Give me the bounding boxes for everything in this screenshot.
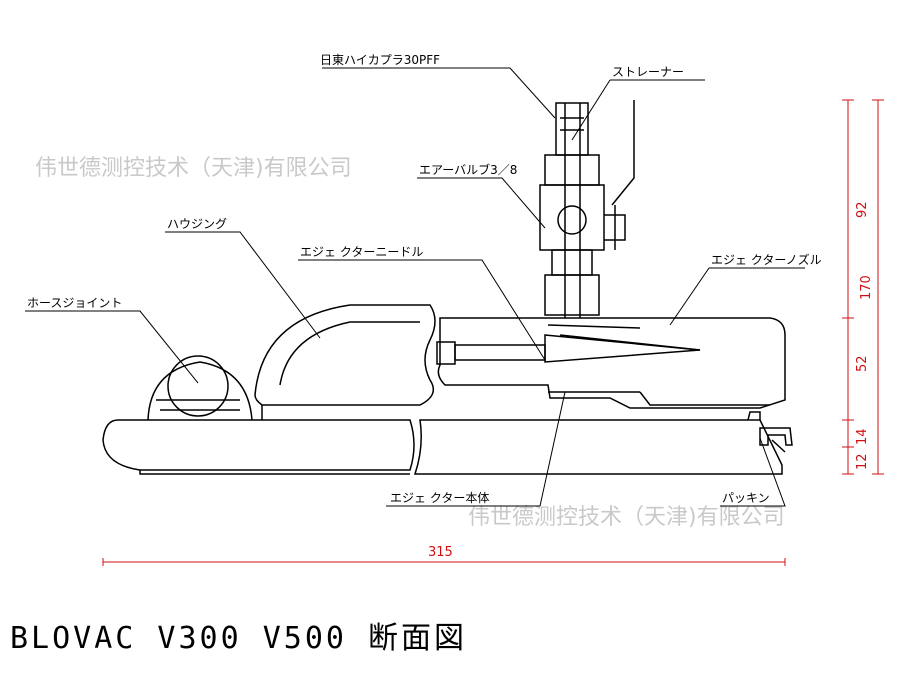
dim-h3: 12 <box>855 453 870 470</box>
dim-total-height: 170 <box>859 275 874 300</box>
ejector-nozzle-part <box>436 317 786 409</box>
dim-h2: 52 <box>855 355 870 372</box>
dim-h1: 92 <box>855 201 870 218</box>
hose-joint-part <box>147 355 253 421</box>
label-housing: ハウジング <box>167 217 227 231</box>
dim-width: 315 <box>428 545 453 560</box>
drawing-title: BLOVAC V300 V500 断面図 <box>10 621 467 656</box>
label-ejector-nozzle: エジェ クターノズル <box>711 252 822 267</box>
label-strainer: ストレーナー <box>612 65 684 79</box>
watermark-top: 伟世德测控技术（天津)有限公司 <box>35 156 352 181</box>
label-ejector-body: エジェ クター本体 <box>390 491 489 505</box>
housing-part <box>254 304 436 420</box>
dim-h4: 14 <box>855 428 870 445</box>
leader-lines <box>25 67 805 507</box>
dimension-lines <box>102 99 884 566</box>
packing-part <box>759 427 793 453</box>
label-ejector-needle: エジェ クターニードル <box>300 245 423 259</box>
label-air-valve: エアーバルブ3／8 <box>419 162 517 177</box>
watermark-bottom: 伟世德测控技术（天津)有限公司 <box>468 505 785 530</box>
label-hose-joint: ホースジョイント <box>27 296 122 310</box>
label-packing: パッキン <box>722 491 770 505</box>
valve-stack-part <box>539 100 635 318</box>
base-plate <box>102 411 783 475</box>
label-hose-coupler: 日東ハイカプラ30PFF <box>320 53 440 67</box>
